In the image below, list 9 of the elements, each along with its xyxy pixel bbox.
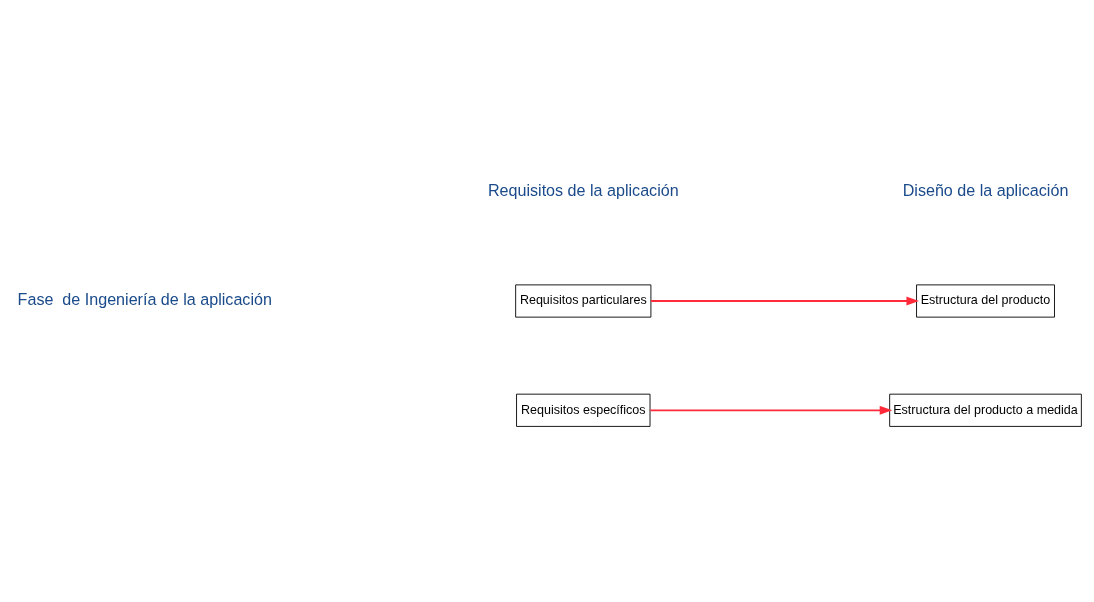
label: Requisitos de la aplicación — [487, 180, 679, 199]
node-box: Estructura del producto a medida — [889, 393, 1082, 427]
arrow — [650, 296, 919, 306]
label: Fase de Ingeniería de la aplicación — [17, 289, 272, 308]
label: Diseño de la aplicación — [902, 180, 1069, 199]
node-box: Requisitos particulares — [515, 284, 652, 318]
node-box: Estructura del producto — [916, 284, 1055, 318]
arrow — [649, 405, 893, 415]
node-box: Requisitos específicos — [516, 393, 651, 427]
